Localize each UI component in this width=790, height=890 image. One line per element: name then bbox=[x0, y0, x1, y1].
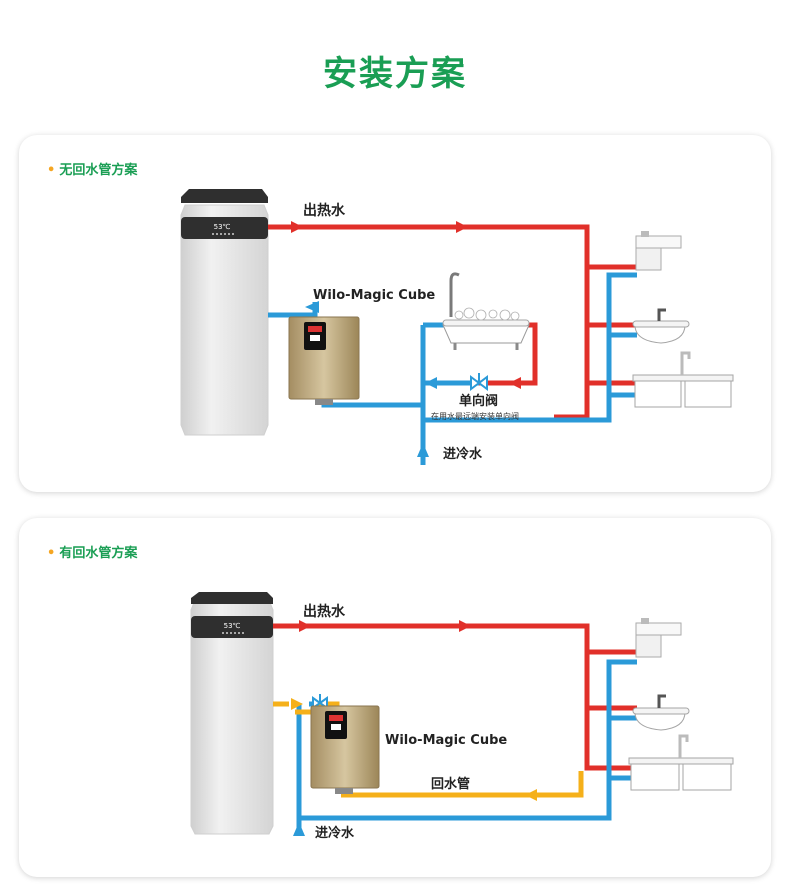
panel-title: •无回水管方案 bbox=[47, 159, 137, 178]
water-heater-icon: 53℃ bbox=[190, 592, 274, 835]
diagram-no-return: 53℃ 出热水 bbox=[180, 189, 734, 465]
hot-flow-arrow-icon bbox=[291, 221, 303, 233]
panel-title-text: 有回水管方案 bbox=[59, 546, 138, 561]
check-valve-label: 单向阀 bbox=[459, 393, 498, 409]
hot-flow-arrow-icon bbox=[456, 221, 468, 233]
hot-flow-arrow-icon bbox=[509, 377, 521, 389]
return-flow-arrow-icon bbox=[291, 698, 303, 710]
return-pipe-label: 回水管 bbox=[431, 776, 470, 792]
cold-water-in-label: 进冷水 bbox=[315, 825, 355, 841]
page-title: 安装方案 bbox=[323, 54, 467, 94]
water-heater-icon: 53℃ bbox=[180, 189, 269, 436]
pump-label: Wilo-Magic Cube bbox=[385, 733, 507, 748]
diagram-with-return: 53℃ 出热水 bbox=[190, 592, 734, 841]
panel-title: •有回水管方案 bbox=[47, 542, 137, 561]
bullet-icon: • bbox=[47, 163, 56, 178]
cold-water-in-label: 进冷水 bbox=[443, 446, 483, 462]
panel-title-text: 无回水管方案 bbox=[59, 163, 138, 178]
heater-display: 53℃ bbox=[214, 223, 231, 231]
cold-flow-arrow-icon bbox=[417, 443, 429, 457]
hot-water-out-label: 出热水 bbox=[303, 603, 346, 620]
hot-flow-arrow-icon bbox=[459, 620, 471, 632]
pump-label: Wilo-Magic Cube bbox=[313, 288, 435, 303]
pump-icon bbox=[310, 705, 380, 794]
cold-flow-arrow-icon bbox=[305, 301, 319, 313]
pump-icon bbox=[288, 316, 360, 405]
wash-basin-icon bbox=[632, 308, 690, 344]
kitchen-sink-icon bbox=[632, 351, 734, 408]
bathtub-icon bbox=[442, 272, 530, 350]
hot-water-pipe bbox=[273, 623, 637, 771]
cold-flow-arrow-icon bbox=[425, 377, 437, 389]
faucet-icon bbox=[635, 618, 682, 658]
hot-water-out-label: 出热水 bbox=[303, 202, 346, 219]
panel-with-return-pipe: •有回水管方案 53℃ bbox=[19, 518, 771, 877]
kitchen-sink-icon bbox=[628, 734, 734, 791]
check-valve-note: 在用水最远端安装单向阀 bbox=[431, 411, 519, 421]
return-flow-arrow-icon bbox=[525, 789, 537, 801]
faucet-icon bbox=[635, 231, 682, 271]
wash-basin-icon bbox=[632, 694, 690, 731]
cold-flow-arrow-icon bbox=[293, 822, 305, 836]
heater-display: 53℃ bbox=[224, 622, 241, 630]
check-valve-icon bbox=[470, 373, 488, 391]
panel-no-return-pipe: •无回水管方案 53℃ bbox=[19, 135, 771, 492]
bullet-icon: • bbox=[47, 546, 56, 561]
hot-flow-arrow-icon bbox=[299, 620, 311, 632]
